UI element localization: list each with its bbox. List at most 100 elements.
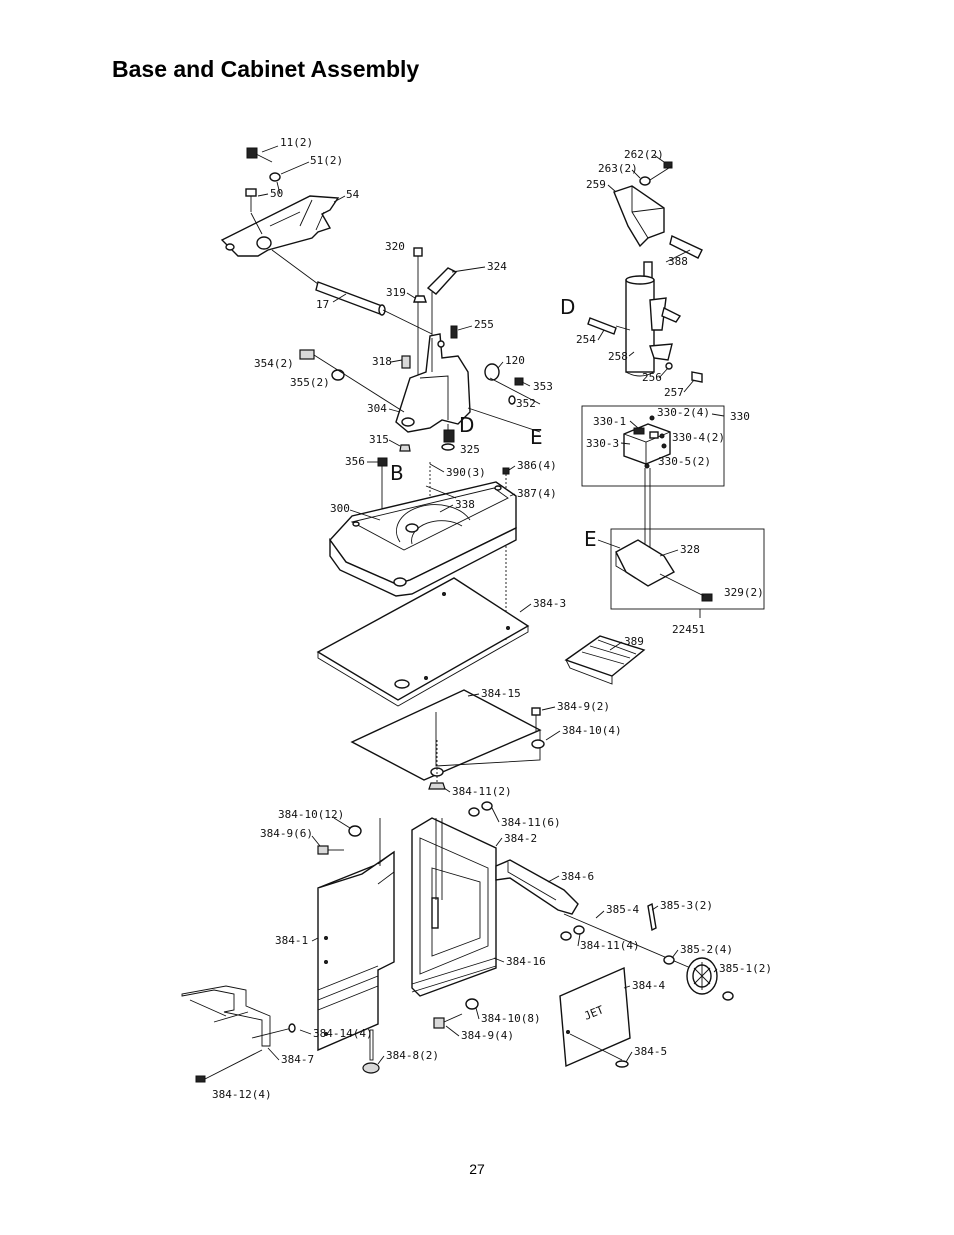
- tray-group: [316, 577, 646, 707]
- callout-262: 262(2): [624, 148, 664, 161]
- callout-324: 324: [487, 260, 507, 273]
- knob-120: [484, 363, 500, 381]
- page-number: 27: [469, 1161, 485, 1177]
- bolt-354: [299, 349, 315, 360]
- screw-384-5: [615, 1060, 629, 1068]
- callout-384-3: 384-3: [533, 597, 566, 610]
- washer-384-10b: [348, 825, 362, 837]
- bolt-320: [413, 247, 423, 257]
- cotter-pin-385-3: [647, 902, 657, 932]
- washer-384-10a: [531, 739, 545, 749]
- trunnion-arm-group: [220, 147, 433, 335]
- callout-329: 329(2): [724, 586, 764, 599]
- nut-384-11b: [481, 801, 493, 811]
- ref-letter-b: B: [390, 461, 404, 485]
- bracket-259: [613, 185, 665, 248]
- washer-263: [639, 176, 651, 186]
- screw-353: [514, 377, 524, 386]
- callout-330-1: 330-1: [593, 415, 626, 428]
- lock-handle-324: [426, 267, 458, 295]
- callout-300: 300: [330, 502, 350, 515]
- trunnion-bracket-group: [299, 247, 541, 452]
- panel-384-15: [350, 689, 542, 781]
- bolt-384-9c: [433, 1017, 445, 1029]
- callout-388: 388: [668, 255, 688, 268]
- callout-259: 259: [586, 178, 606, 191]
- callout-325: 325: [460, 443, 480, 456]
- callout-54: 54: [346, 188, 360, 201]
- callout-354: 354(2): [254, 357, 294, 370]
- callout-17: 17: [316, 298, 329, 311]
- callout-320: 320: [385, 240, 405, 253]
- nut-319: [413, 295, 427, 303]
- bolt-384-9a: [531, 707, 541, 716]
- screw-356: [377, 457, 388, 467]
- trunnion-arm-54: [220, 195, 340, 257]
- pedal-389: [564, 635, 646, 677]
- nut-384-11c: [573, 925, 585, 935]
- bracket-328: [615, 539, 675, 587]
- foot-384-8: [362, 1062, 380, 1074]
- callout-384-10c: 384-10(8): [481, 1012, 541, 1025]
- callout-255: 255: [474, 318, 494, 331]
- callout-384-11c: 384-11(4): [580, 939, 640, 952]
- callout-384-10a: 384-10(4): [562, 724, 622, 737]
- nameplate-group: JET: [559, 966, 631, 1068]
- base-table-group: [329, 457, 517, 640]
- cabinet-left-group: [181, 818, 395, 1083]
- wheel-group: [495, 859, 734, 1001]
- callout-389: 389: [624, 635, 644, 648]
- screw-386: [502, 467, 510, 475]
- callout-258: 258: [608, 350, 628, 363]
- callout-304: 304: [367, 402, 387, 415]
- handle-384-7: [181, 985, 271, 1047]
- callout-330: 330: [730, 410, 750, 423]
- washer-256: [665, 362, 673, 370]
- cabinet-side-384-2: [411, 817, 497, 997]
- callout-338: 338: [455, 498, 475, 511]
- callout-384-16: 384-16: [506, 955, 546, 968]
- callout-330-5: 330-5(2): [658, 455, 711, 468]
- ref-letter-d-right: D: [560, 295, 575, 319]
- callout-387: 387(4): [517, 487, 557, 500]
- washer-385-2: [663, 955, 675, 965]
- callout-319: 319: [386, 286, 406, 299]
- callout-385-1: 385-1(2): [719, 962, 772, 975]
- ref-letter-e-right: E: [584, 527, 597, 551]
- callout-254: 254: [576, 333, 596, 346]
- callout-384-15: 384-15: [481, 687, 521, 700]
- callout-384-1: 384-1: [275, 934, 308, 947]
- screw-384-12: [195, 1075, 206, 1083]
- callout-384-4: 384-4: [632, 979, 665, 992]
- callout-384-11b: 384-11(6): [501, 816, 561, 829]
- callout-384-11a: 384-11(2): [452, 785, 512, 798]
- bracket-304: [395, 333, 471, 433]
- callout-384-8: 384-8(2): [386, 1049, 439, 1062]
- screw-329: [701, 593, 713, 602]
- nut-384-11a: [428, 782, 446, 790]
- callout-120: 120: [505, 354, 525, 367]
- callout-51: 51(2): [310, 154, 343, 167]
- callout-385-4: 385-4: [606, 903, 639, 916]
- callout-328: 328: [680, 543, 700, 556]
- callout-384-9a: 384-9(2): [557, 700, 610, 713]
- nut-257: [691, 371, 703, 383]
- callout-11: 11(2): [280, 136, 313, 149]
- callout-355: 355(2): [290, 376, 330, 389]
- bolt-50: [245, 188, 257, 197]
- callout-22451: 22451: [672, 623, 705, 636]
- nameplate-384-4: [559, 966, 631, 1068]
- screw-318: [401, 355, 411, 369]
- callout-330-3: 330-3: [586, 437, 619, 450]
- switch-bracket-group: [610, 528, 765, 618]
- callout-384-2: 384-2: [504, 832, 537, 845]
- leader-lines: [257, 145, 725, 1065]
- callout-318: 318: [372, 355, 392, 368]
- washer-355: [331, 369, 345, 381]
- callout-257: 257: [664, 386, 684, 399]
- bracket-box-frame: [610, 528, 765, 610]
- switch-box-frame: [581, 405, 725, 487]
- chip-tray-384-3: [316, 577, 530, 701]
- callout-384-9b: 384-9(6): [260, 827, 313, 840]
